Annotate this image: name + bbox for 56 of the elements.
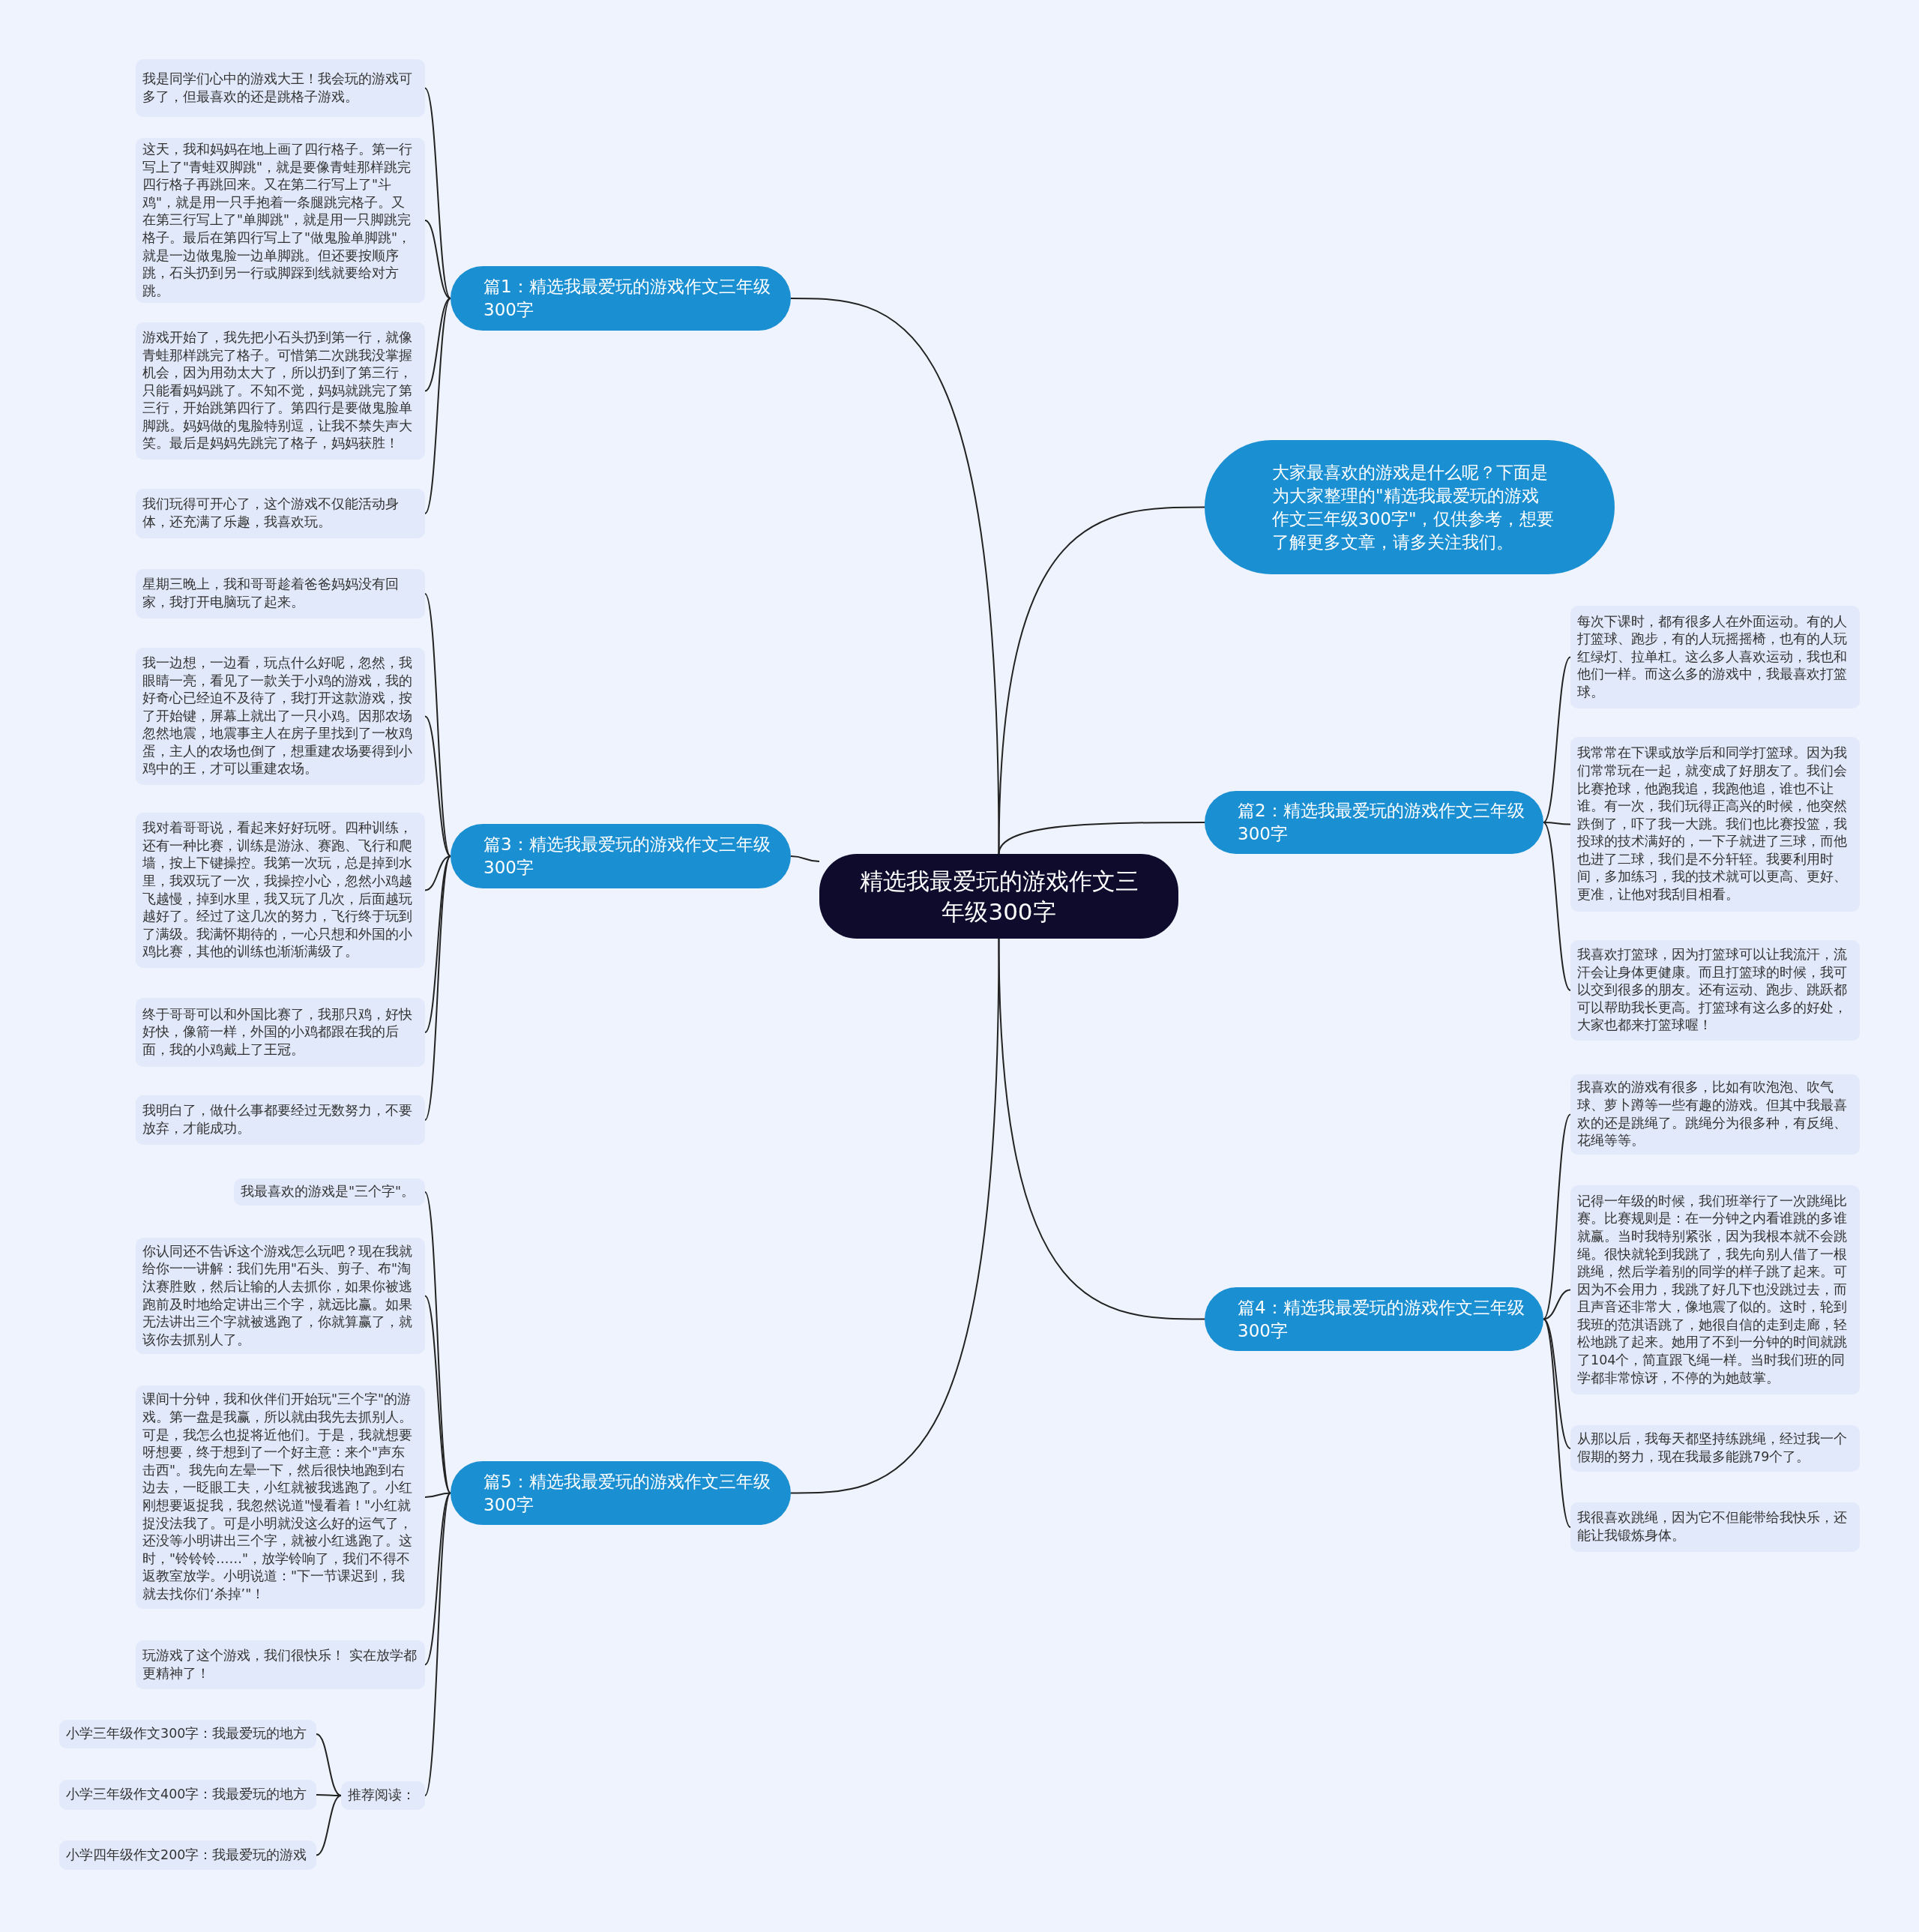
connector-line	[998, 822, 1205, 855]
connector-line	[998, 938, 1205, 1320]
connector-line	[316, 1733, 342, 1796]
topic-bubble: 篇2：精选我最爱玩的游戏作文三年级300字	[1205, 791, 1543, 854]
connector-line	[1543, 1289, 1571, 1320]
connector-line	[316, 1795, 342, 1856]
topic-bubble: 篇4：精选我最爱玩的游戏作文三年级300字	[1205, 1287, 1543, 1351]
text-card: 小学三年级作文400字：我最爱玩的地方	[59, 1780, 316, 1810]
connector-line	[1543, 822, 1571, 991]
text-card: 我最喜欢的游戏是"三个字"。	[234, 1179, 425, 1206]
text-card: 星期三晚上，我和哥哥趁着爸爸妈妈没有回家，我打开电脑玩了起来。	[136, 569, 425, 619]
topic-bubble: 篇5：精选我最爱玩的游戏作文三年级300字	[451, 1461, 791, 1525]
connector-line	[424, 87, 451, 299]
connector-line	[424, 298, 451, 514]
text-card: 我对着哥哥说，看起来好好玩呀。四种训练，还有一种比赛，训练是游泳、赛跑、飞行和爬墙，按上下键操控。我第一次玩，总是掉到水里，我双玩了一次，我操控小心，忽然小鸡越飞越慢，掉到水里，我又玩了几次，后面越玩越好了。经过了这几次的努力，飞行终于玩到了满级。我满怀期待的，一心只想和外国的小鸡比赛，其他的训练也渐渐满级了。	[136, 813, 425, 968]
central-topic: 精选我最爱玩的游戏作文三年级300字	[819, 854, 1178, 939]
text-card: 小学三年级作文300字：我最爱玩的地方	[59, 1720, 316, 1748]
connector-line	[424, 1492, 451, 1666]
topic-label: 推荐阅读：	[341, 1781, 425, 1810]
connector-line	[790, 855, 820, 862]
text-card: 我很喜欢跳绳，因为它不但能带给我快乐，还能让我锻炼身体。	[1570, 1502, 1860, 1552]
text-card: 小学四年级作文200字：我最爱玩的游戏	[59, 1841, 316, 1870]
connector-line	[998, 506, 1205, 855]
text-card: 游戏开始了，我先把小石头扔到第一行，就像青蛙那样跳完了格子。可惜第二次跳我没掌握机会，因为用劲太大了，所以扔到了第三行，只能看妈妈跳了。不知不觉，妈妈就跳完了第三行，开始跳第四行了。第四行是要做鬼脸单脚跳。妈妈做的鬼脸特别逗，让我不禁失声大笑。最后是妈妈先跳完了格子，妈妈获胜！	[136, 322, 425, 460]
text-card: 我明白了，做什么事都要经过无数努力，不要放弃，才能成功。	[136, 1095, 425, 1145]
text-card: 终于哥哥可以和外国比赛了，我那只鸡，好快好快，像箭一样，外国的小鸡都跟在我的后面，我的小鸡戴上了王冠。	[136, 998, 425, 1067]
topic-bubble: 篇1：精选我最爱玩的游戏作文三年级300字	[451, 266, 791, 331]
text-card: 课间十分钟，我和伙伴们开始玩"三个字"的游戏。第一盘是我赢，所以就由我先去抓别人。可是，我怎么也捉将近他们。于是，我就想要呀想要，终于想到了一个好主意：来个"声东击西"。我先向左晕一下，然后很快地跑到右边去，一眨眼工夫，小红就被我逃跑了。小红刚想要返捉我，我忽然说道"慢看着！"小红就捉没法我了。可是小明就没这么好的运气了，还没等小明讲出三个字，就被小红逃跑了。这时，"铃铃铃……"，放学铃响了，我们不得不返教室放学。小明说道："下一节课迟到，我就去找你们‘杀掉’"！	[136, 1385, 425, 1609]
connector-line	[424, 855, 451, 891]
connector-line	[790, 938, 1000, 1494]
intro-bubble: 大家最喜欢的游戏是什么呢？下面是为大家整理的"精选我最爱玩的游戏作文三年级300字"，仅供参考，想要了解更多文章，请多关注我们。	[1205, 440, 1615, 574]
connector-line	[424, 1295, 451, 1494]
text-card: 记得一年级的时候，我们班举行了一次跳绳比赛。比赛规则是：在一分钟之内看谁跳的多谁就赢。当时我特别紧张，因为我根本就不会跳绳。很快就轮到我跳了，我先向别人借了一根跳绳，然后学着别的同学的样子跳了起来。可因为不会用力，我跳了好几下也没跳过去，而且声音还非常大，像地震了似的。这时，轮到我班的范淇语跳了，她很自信的走到走廊，轻松地跳了起来。她用了不到一分钟的时间就跳了104个，简直跟飞绳一样。当时我们班的同学都非常惊讶，不停的为她鼓掌。	[1570, 1185, 1860, 1394]
text-card: 每次下课时，都有很多人在外面运动。有的人打篮球、跑步，有的人玩摇摇椅，也有的人玩红绿灯、拉单杠。这么多人喜欢运动，我也和他们一样。而这么多的游戏中，我最喜欢打篮球。	[1570, 606, 1860, 708]
connector-line	[424, 220, 451, 299]
text-card: 我常常在下课或放学后和同学打篮球。因为我们常常玩在一起，就变成了好朋友了。我们会比赛抢球，他跑我追，我跑他追，谁也不让谁。有一次，我们玩得正高兴的时候，他突然跌倒了，吓了我一大跳。我们也比赛投篮，我投球的技术满好的，一下子就进了三球，而他也进了二球，我们是不分轩轾。我要利用时间，多加练习，我的技术就可以更高、更好、更准，让他对我刮目相看。	[1570, 737, 1860, 912]
text-card: 我一边想，一边看，玩点什么好呢，忽然，我眼睛一亮，看见了一款关于小鸡的游戏，我的好奇心已经迫不及待了，我打开这款游戏，按了开始键，屏幕上就出了一只小鸡。因那农场忽然地震，地震事主人在房子里找到了一枚鸡蛋，主人的农场也倒了，想重建农场要得到小鸡中的王，才可以重建农场。	[136, 648, 425, 785]
connector-line	[1543, 1318, 1571, 1528]
connector-line	[1543, 1113, 1571, 1320]
text-card: 你认同还不告诉这个游戏怎么玩吧？现在我就给你一一讲解：我们先用"石头、剪子、布"淘汰赛胜败，然后让输的人去抓你，如果你被逃跑前及时地给定讲出三个字，就远比赢。如果无法讲出三个字就被逃跑了，你就算赢了，就该你去抓别人了。	[136, 1238, 425, 1354]
text-card: 我喜欢打篮球，因为打篮球可以让我流汗，流汗会让身体更健康。而且打篮球的时候，我可以交到很多的朋友。还有运动、跑步、跳跃都可以帮助我长更高。打篮球有这么多的好处，大家也都来打篮球喔！	[1570, 940, 1860, 1041]
text-card: 玩游戏了这个游戏，我们很快乐！ 实在放学都更精神了！	[136, 1640, 425, 1689]
text-card: 这天，我和妈妈在地上画了四行格子。第一行写上了"青蛙双脚跳"，就是要像青蛙那样跳完四行格子再跳回来。又在第二行写上了"斗鸡"，就是用一只手抱着一条腿跳完格子。又在第三行写上了"单脚跳"，就是用一只脚跳完格子。最后在第四行写上了"做鬼脸单脚跳"，就是一边做鬼脸一边单脚跳。但还要按顺序跳，石头扔到另一行或脚踩到线就要给对方跳。	[136, 138, 425, 304]
text-card: 我是同学们心中的游戏大王！我会玩的游戏可多了，但最喜欢的还是跳格子游戏。	[136, 59, 425, 117]
connector-line	[424, 855, 451, 1121]
connector-line	[790, 298, 1000, 855]
topic-bubble: 篇3：精选我最爱玩的游戏作文三年级300字	[451, 824, 791, 888]
connector-line	[1543, 656, 1571, 823]
text-card: 从那以后，我每天都坚持练跳绳，经过我一个假期的努力，现在我最多能跳79个了。	[1570, 1425, 1860, 1472]
text-card: 我们玩得可开心了，这个游戏不仅能活动身体，还充满了乐趣，我喜欢玩。	[136, 489, 425, 538]
connector-line	[424, 715, 451, 857]
connector-line	[1543, 822, 1571, 825]
connector-line	[424, 1492, 451, 1498]
text-card: 我喜欢的游戏有很多，比如有吹泡泡、吹气球、萝卜蹲等一些有趣的游戏。但其中我最喜欢的还是跳绳了。跳绳分为很多种，有反绳、花绳等等。	[1570, 1074, 1860, 1155]
connector-line	[424, 1492, 451, 1796]
connector-line	[424, 298, 451, 392]
